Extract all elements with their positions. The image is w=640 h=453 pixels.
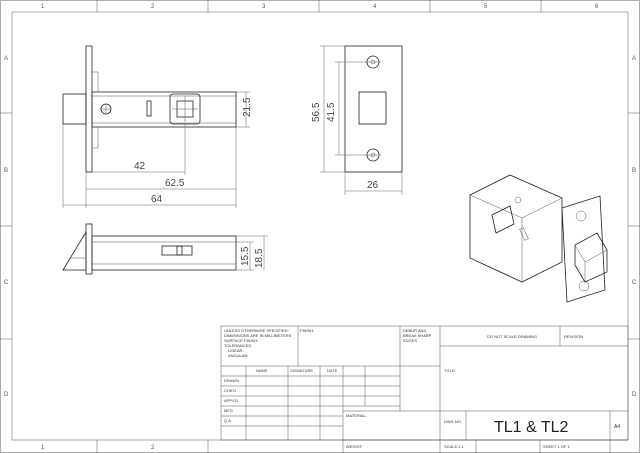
face-plate-view	[344, 45, 403, 173]
sheet-label: SHEET 1 OF 1	[543, 444, 570, 449]
svg-text:DIMENSIONS ARE IN MILLIMETERS: DIMENSIONS ARE IN MILLIMETERS	[224, 333, 292, 338]
finish-label: FINISH:	[300, 328, 314, 333]
svg-text:EDGES: EDGES	[403, 338, 417, 343]
svg-text:MFG: MFG	[224, 408, 233, 413]
title-block	[220, 325, 629, 453]
revision-label: REVISION	[564, 334, 583, 339]
zone-right-d: D	[632, 392, 637, 398]
zone-bottom-1: 1	[41, 445, 45, 451]
dim-bottom-15-5: 15.5	[240, 246, 251, 266]
svg-text:CHK'D: CHK'D	[224, 388, 236, 393]
zone-left-a: A	[4, 56, 8, 62]
side-view	[62, 45, 237, 173]
svg-text:ANGULAR:: ANGULAR:	[228, 353, 248, 358]
dim-face-56-5: 56.5	[311, 102, 322, 122]
svg-text:SURFACE FINISH:: SURFACE FINISH:	[224, 338, 258, 343]
side-view-dimensions	[62, 91, 250, 208]
dim-64: 64	[151, 194, 163, 205]
zone-left-b: B	[4, 168, 8, 174]
svg-text:UNLESS OTHERWISE SPECIFIED:: UNLESS OTHERWISE SPECIFIED:	[224, 328, 289, 333]
zone-top-2: 2	[151, 4, 155, 10]
material-label: MATERIAL:	[346, 413, 367, 418]
dim-face-41-5: 41.5	[326, 102, 337, 122]
svg-text:DEBUR AND: DEBUR AND	[403, 328, 426, 333]
svg-text:DRAWN: DRAWN	[224, 378, 239, 383]
svg-text:APPV'D: APPV'D	[224, 398, 238, 403]
zone-right-a: A	[632, 56, 636, 62]
svg-text:LINEAR:: LINEAR:	[228, 348, 244, 353]
weight-label: WEIGHT:	[346, 444, 363, 449]
dim-42: 42	[134, 161, 146, 172]
zone-right-c: C	[632, 280, 637, 286]
bottom-view	[62, 223, 237, 275]
approval-rows: DRAWN CHK'D APPV'D MFG Q.A	[224, 378, 239, 423]
zone-bottom-2: 2	[151, 445, 155, 451]
zone-top-5: 5	[484, 4, 488, 10]
svg-text:TOLERANCES:: TOLERANCES:	[224, 343, 252, 348]
zone-top-6: 6	[595, 4, 599, 10]
sheet-size: A4	[614, 424, 620, 430]
zone-top-1: 1	[41, 4, 45, 10]
bottom-view-dimensions	[236, 235, 268, 271]
scale-label: SCALE:1:1	[444, 444, 465, 449]
face-plate-dimensions	[320, 45, 403, 195]
dwg-no-label: DWG NO.	[444, 419, 462, 424]
svg-text:Q.A: Q.A	[224, 418, 231, 423]
general-notes: UNLESS OTHERWISE SPECIFIED: DIMENSIONS A…	[224, 328, 292, 358]
dim-bottom-18-5: 18.5	[254, 248, 265, 268]
dim-62-5: 62.5	[165, 178, 185, 189]
col-date: DATE	[327, 368, 338, 373]
zone-top-4: 4	[373, 4, 377, 10]
title-label: TITLE:	[444, 368, 456, 373]
zone-top-3: 3	[262, 4, 266, 10]
deburr-note: DEBUR AND BREAK SHARP EDGES	[403, 328, 432, 343]
zone-right-b: B	[632, 168, 636, 174]
dim-side-height: 21.5	[242, 97, 253, 117]
dim-face-26: 26	[367, 180, 379, 191]
do-not-scale-note: DO NOT SCALE DRAWING	[487, 334, 537, 339]
col-signature: SIGNATURE	[290, 368, 313, 373]
zone-left-d: D	[4, 392, 9, 398]
zone-left-c: C	[4, 280, 9, 286]
isometric-view	[469, 174, 608, 303]
drawing-number: TL1 & TL2	[494, 419, 569, 436]
svg-text:BREAK SHARP: BREAK SHARP	[403, 333, 432, 338]
col-name: NAME	[256, 368, 268, 373]
